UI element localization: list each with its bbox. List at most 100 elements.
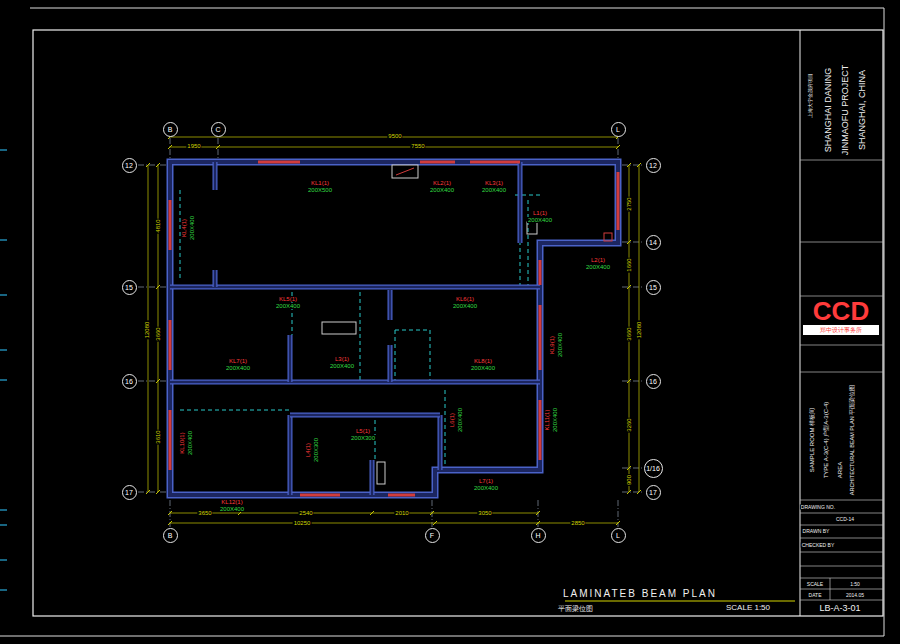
- interior-wall: [213, 162, 218, 190]
- margin-tick: [0, 349, 7, 350]
- beam-tag: L4(1): [305, 442, 311, 458]
- beam-tag: L2(1): [590, 257, 606, 263]
- title-block-rule: [800, 600, 883, 601]
- grid-line: [138, 287, 166, 288]
- beam-tag: KL1(1): [310, 180, 330, 186]
- dimension-tick: [536, 511, 540, 515]
- title-block-text: 郑中设计事务所: [819, 327, 863, 333]
- grid-label: 17: [125, 489, 133, 496]
- beam-size: 200X400: [329, 363, 355, 369]
- beam-tag: L1(1): [532, 210, 548, 216]
- beam-size: 200X400: [470, 365, 496, 371]
- margin-tick: [0, 379, 7, 380]
- beam-size: 200X400: [189, 215, 195, 241]
- beam-tag: KL3(1): [484, 180, 504, 186]
- window: [300, 494, 340, 497]
- grid-bubble: 12: [646, 158, 661, 173]
- dimension-tick: [627, 285, 631, 289]
- interior-wall-core: [170, 286, 540, 289]
- dimension-text: 9500: [387, 133, 402, 139]
- dimension-tick: [216, 145, 220, 149]
- interior-wall-core: [439, 415, 442, 470]
- beam-tag: KL9(1): [549, 335, 555, 355]
- title-block-rule: [800, 538, 883, 539]
- dimension-tick: [156, 163, 160, 167]
- grid-line: [138, 381, 166, 382]
- title-block-rule: [800, 525, 883, 526]
- dimension-text: 2850: [570, 520, 585, 526]
- beam-size: 200X400: [457, 407, 463, 433]
- grid-bubble: F: [425, 528, 440, 543]
- grid-label: F: [430, 532, 434, 539]
- beam-tag: KL12(1): [220, 499, 243, 505]
- grid-label: 1/16: [646, 465, 660, 472]
- grid-bubble: B: [163, 122, 178, 137]
- margin-tick: [0, 294, 7, 295]
- vent-symbol: [396, 168, 414, 175]
- grid-line: [138, 165, 166, 166]
- interior-wall: [388, 290, 393, 320]
- beam-tag: KL2(1): [432, 180, 452, 186]
- grid-label: 16: [649, 378, 657, 385]
- grid-label: 16: [125, 378, 133, 385]
- beam-size: 200X400: [527, 217, 553, 223]
- beam-tag: L3(1): [334, 356, 350, 362]
- dimension-text: 900: [626, 474, 632, 486]
- grid-bubble: 1/16: [644, 459, 663, 478]
- grid-label: 17: [649, 489, 657, 496]
- title-block-text: 1:50: [849, 582, 861, 587]
- dimension-text: 2540: [298, 510, 313, 516]
- dimension-tick: [616, 145, 620, 149]
- beam-tag: KL7(1): [228, 358, 248, 364]
- grid-label: B: [168, 126, 173, 133]
- grid-label: 14: [649, 239, 657, 246]
- beam-size: 200X400: [552, 407, 558, 433]
- beam-tag: KL10(1): [179, 431, 185, 454]
- beam-size: 200X400: [275, 303, 301, 309]
- title-block-text: TYPE A-3(C-4) 户型A-3(C-4): [823, 401, 829, 480]
- dimension-tick: [627, 163, 631, 167]
- grid-bubble: 15: [646, 280, 661, 295]
- dimension-tick: [627, 379, 631, 383]
- interior-wall: [288, 415, 293, 495]
- beam-line: [430, 330, 431, 380]
- grid-bubble: 15: [122, 280, 137, 295]
- interior-wall: [438, 415, 443, 470]
- logo-band: [803, 325, 879, 335]
- dimension-tick: [156, 285, 160, 289]
- grid-bubble: 17: [122, 485, 137, 500]
- interior-wall-core: [371, 460, 374, 495]
- beam-tag: KL5(1): [278, 296, 298, 302]
- grid-label: C: [215, 126, 220, 133]
- title-block-text: JINMAOFU PROJECT: [841, 64, 850, 157]
- grid-label: B: [168, 532, 173, 539]
- grid-label: 15: [649, 284, 657, 291]
- dimension-tick: [637, 163, 641, 167]
- interior-wall: [290, 413, 440, 418]
- dimension-tick: [430, 511, 434, 515]
- scale-note: SCALE 1:50: [725, 604, 771, 612]
- title-block-border: [800, 30, 801, 616]
- window: [617, 172, 620, 230]
- interior-wall-core: [214, 162, 217, 190]
- title-block-rule: [800, 372, 883, 373]
- grid-label: 12: [125, 162, 133, 169]
- interior-wall-core: [519, 162, 522, 243]
- column-mark: [527, 222, 537, 234]
- title-block-rule: [800, 296, 883, 297]
- title-block-text: AREA: [837, 461, 843, 479]
- duct-box: [377, 462, 385, 484]
- drawing-number: LB-A-3-01: [818, 604, 861, 613]
- title-block-text: 上海大宁金茂府项目: [808, 72, 813, 119]
- dimension-tick: [637, 490, 641, 494]
- dimension-text: 7550: [410, 143, 425, 149]
- title-block-text: ARCHITECTURAL BEAM PLAN 平面梁位图: [850, 384, 856, 496]
- margin-tick: [0, 509, 7, 510]
- dimension-tick: [627, 466, 631, 470]
- dimension-tick: [616, 521, 620, 525]
- drawing-frame: [33, 30, 883, 616]
- window: [169, 410, 172, 470]
- title-block-rule: [800, 552, 883, 553]
- sheet-border: [884, 8, 885, 636]
- beam-size: 200X300: [350, 435, 376, 441]
